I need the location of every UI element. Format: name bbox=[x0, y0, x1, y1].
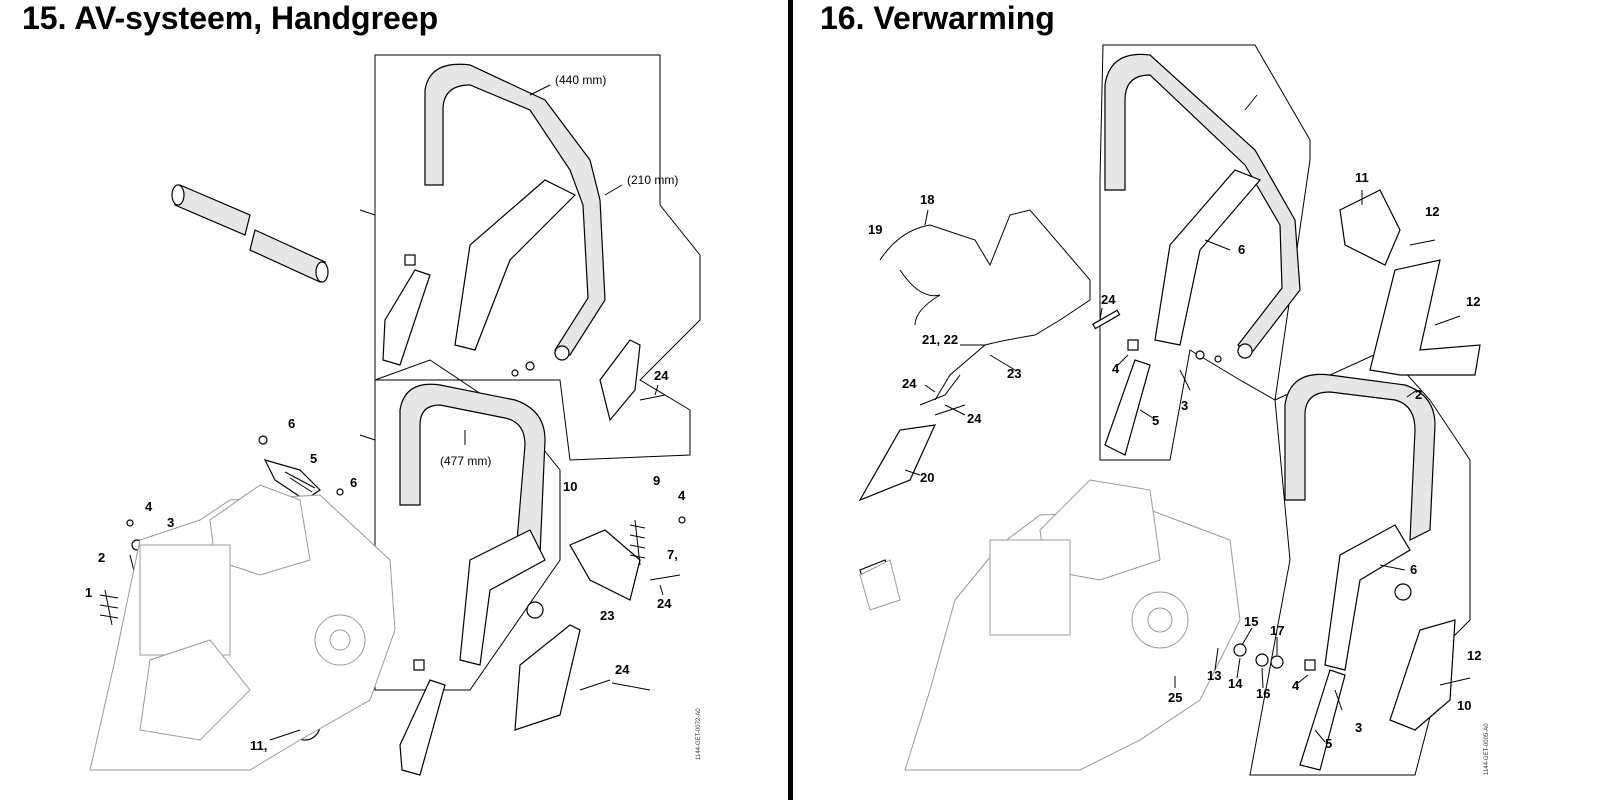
label-r25: 25 bbox=[1168, 690, 1182, 705]
grip-tube bbox=[171, 184, 329, 283]
label-6a: 6 bbox=[288, 416, 295, 431]
panel-divider bbox=[788, 0, 793, 800]
label-9: 9 bbox=[653, 473, 660, 488]
dim-477: (477 mm) bbox=[440, 454, 491, 468]
label-r6a: 6 bbox=[1238, 242, 1245, 257]
label-r24b: 24 bbox=[902, 376, 917, 391]
label-24c: 24 bbox=[615, 662, 630, 677]
left-leader-lines bbox=[269, 84, 664, 741]
right-part-labels: 2 3 3 4 4 5 5 6 6 10 11 12 12 12 13 14 1… bbox=[868, 170, 1490, 775]
label-4b: 4 bbox=[678, 488, 686, 503]
right-upper-frame bbox=[1099, 44, 1311, 461]
label-r21-22: 21, 22 bbox=[922, 332, 958, 347]
dim-440: (440 mm) bbox=[555, 73, 606, 87]
label-7: 7, bbox=[667, 547, 678, 562]
label-r13: 13 bbox=[1207, 668, 1221, 683]
label-r12b: 12 bbox=[1466, 294, 1480, 309]
label-r5a: 5 bbox=[1152, 413, 1159, 428]
label-r4b: 4 bbox=[1292, 678, 1300, 693]
label-r12c: 12 bbox=[1467, 648, 1481, 663]
label-r2: 2 bbox=[1415, 387, 1422, 402]
right-handlebar-upper bbox=[1104, 53, 1301, 359]
label-r17: 17 bbox=[1270, 623, 1284, 638]
label-r23: 23 bbox=[1007, 366, 1021, 381]
label-6b: 6 bbox=[350, 475, 357, 490]
label-r19: 19 bbox=[868, 222, 882, 237]
handlebar-440 bbox=[424, 63, 606, 361]
label-24a: 24 bbox=[654, 368, 669, 383]
label-24b: 24 bbox=[657, 596, 672, 611]
label-2: 2 bbox=[98, 550, 105, 565]
left-part-labels: (440 mm) (210 mm) (477 mm) 1 2 3 4 4 5 6… bbox=[85, 73, 702, 760]
right-handlebar-lower bbox=[1284, 373, 1436, 671]
label-3: 3 bbox=[167, 515, 174, 530]
label-r16: 16 bbox=[1256, 686, 1270, 701]
left-diagram-code: 1144-GET-0072-A0 bbox=[696, 708, 702, 760]
label-r18: 18 bbox=[920, 192, 934, 207]
label-4a: 4 bbox=[145, 499, 153, 514]
label-r10: 10 bbox=[1457, 698, 1471, 713]
left-panel-title: 15. AV-systeem, Handgreep bbox=[22, 0, 439, 36]
label-11: 11, bbox=[250, 738, 267, 753]
label-23: 23 bbox=[600, 608, 614, 623]
label-5: 5 bbox=[310, 451, 317, 466]
label-r24a: 24 bbox=[1101, 292, 1116, 307]
label-r3b: 3 bbox=[1355, 720, 1362, 735]
label-r5b: 5 bbox=[1325, 736, 1332, 751]
label-r14: 14 bbox=[1228, 676, 1243, 691]
right-engine bbox=[859, 479, 1241, 771]
right-parts bbox=[858, 189, 1481, 771]
left-engine bbox=[89, 484, 396, 771]
label-r24c: 24 bbox=[967, 411, 982, 426]
label-r15: 15 bbox=[1244, 614, 1258, 629]
left-av-parts bbox=[99, 254, 686, 776]
lower-detail-frame bbox=[374, 359, 561, 691]
label-10: 10 bbox=[563, 479, 577, 494]
label-r3a: 3 bbox=[1181, 398, 1188, 413]
label-r6b: 6 bbox=[1410, 562, 1417, 577]
right-diagram: 2 3 3 4 4 5 5 6 6 10 11 12 12 12 13 14 1… bbox=[858, 44, 1490, 776]
label-r4a: 4 bbox=[1112, 361, 1120, 376]
label-1: 1 bbox=[85, 585, 92, 600]
left-diagram: (440 mm) (210 mm) (477 mm) 1 2 3 4 4 5 6… bbox=[85, 54, 702, 776]
handlebar-477 bbox=[399, 383, 546, 666]
right-panel-title: 16. Verwarming bbox=[820, 0, 1055, 36]
right-diagram-code: 1144-GET-0005-A0 bbox=[1484, 723, 1490, 775]
label-r11: 11 bbox=[1355, 170, 1369, 185]
dim-210: (210 mm) bbox=[627, 173, 678, 187]
label-r12a: 12 bbox=[1425, 204, 1439, 219]
label-r20: 20 bbox=[920, 470, 934, 485]
right-leader-lines bbox=[904, 94, 1418, 743]
